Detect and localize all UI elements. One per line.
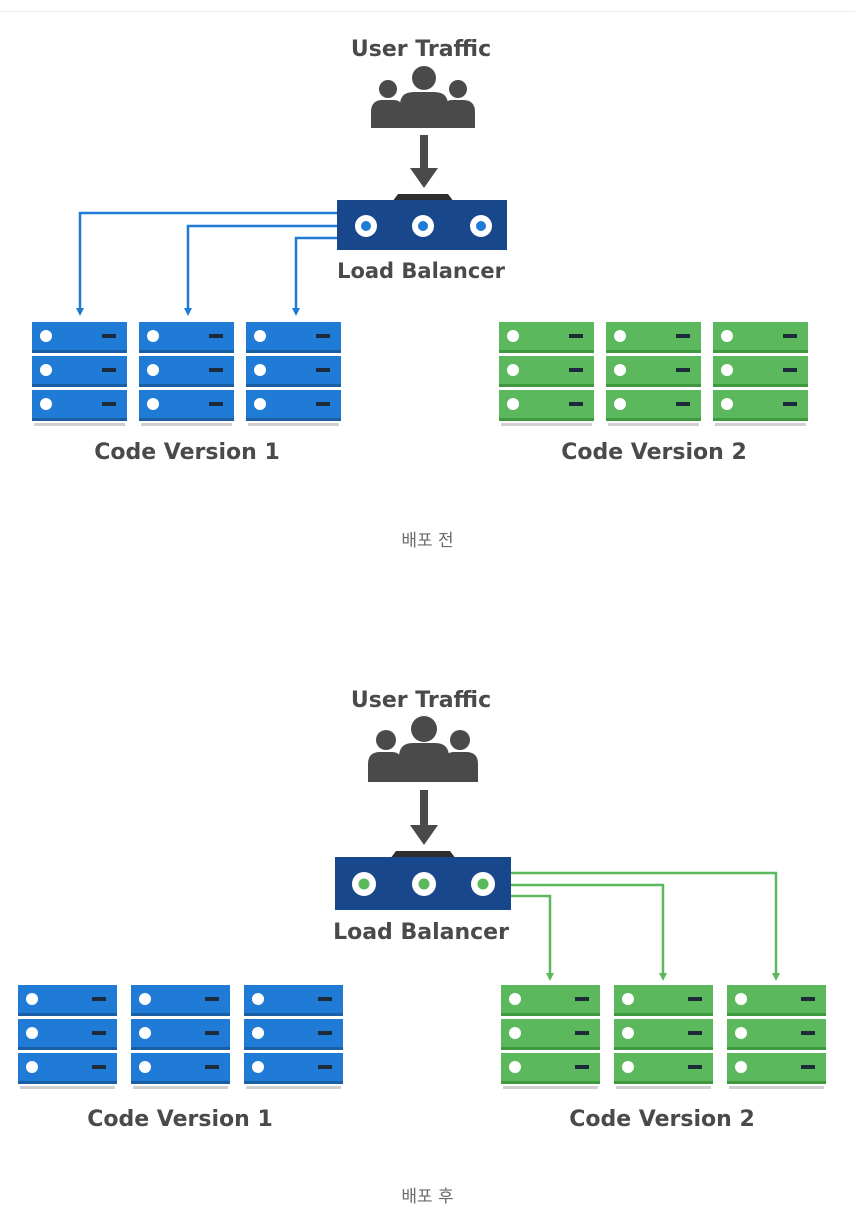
server-rack [614,985,713,1089]
server-unit [501,1053,600,1084]
server-unit [244,985,343,1016]
server-unit [499,390,594,421]
server-unit [499,356,594,387]
server-unit [501,1019,600,1050]
server-unit [606,356,701,387]
server-rack [501,985,600,1089]
load-balancer-label: Load Balancer [333,920,509,945]
diagram-after: User Traffic Load Balancer Code Version … [18,688,826,1132]
server-rack [499,322,594,426]
server-unit [131,1019,230,1050]
server-unit [499,322,594,353]
server-unit [246,322,341,353]
server-unit [18,1053,117,1084]
caption-after: 배포 후 [401,1187,454,1207]
server-unit [713,390,808,421]
server-rack [727,985,826,1089]
server-unit [614,1053,713,1084]
server-unit [18,985,117,1016]
server-unit [614,985,713,1016]
group1-label: Code Version 1 [87,1107,273,1132]
server-unit [244,1019,343,1050]
traffic-arrow [410,790,438,845]
caption-before: 배포 전 [401,531,454,551]
server-unit [713,356,808,387]
group2-label: Code Version 2 [569,1107,755,1132]
top-divider [0,11,855,12]
server-unit [32,390,127,421]
user-traffic-label: User Traffic [351,37,491,62]
server-unit [713,322,808,353]
server-unit [18,1019,117,1050]
routing-lines [511,871,780,981]
server-rack [606,322,701,426]
server-unit [606,322,701,353]
server-unit [244,1053,343,1084]
server-unit [727,985,826,1016]
traffic-arrow [410,135,438,188]
server-unit [131,1053,230,1084]
server-group-v1 [18,985,343,1089]
group1-label: Code Version 1 [94,440,280,465]
server-unit [32,322,127,353]
server-rack [244,985,343,1089]
load-balancer [337,194,507,250]
routing-lines [76,211,337,316]
server-rack [32,322,127,426]
server-group-v2 [499,322,808,426]
server-unit [139,390,234,421]
load-balancer-label: Load Balancer [337,259,506,283]
user-traffic-label: User Traffic [351,688,491,713]
server-group-v2 [501,985,826,1089]
server-unit [727,1053,826,1084]
server-unit [131,985,230,1016]
users-icon [371,66,475,128]
server-group-v1 [32,322,341,426]
group2-label: Code Version 2 [561,440,747,465]
users-icon [368,716,478,782]
server-unit [246,390,341,421]
diagram-before: User Traffic Load Balancer Code Version … [32,37,808,465]
load-balancer [335,851,511,910]
server-unit [606,390,701,421]
server-rack [139,322,234,426]
server-unit [139,356,234,387]
server-rack [713,322,808,426]
server-rack [246,322,341,426]
server-unit [246,356,341,387]
server-unit [501,985,600,1016]
server-rack [18,985,117,1089]
server-unit [32,356,127,387]
server-rack [131,985,230,1089]
server-unit [139,322,234,353]
server-unit [727,1019,826,1050]
server-unit [614,1019,713,1050]
